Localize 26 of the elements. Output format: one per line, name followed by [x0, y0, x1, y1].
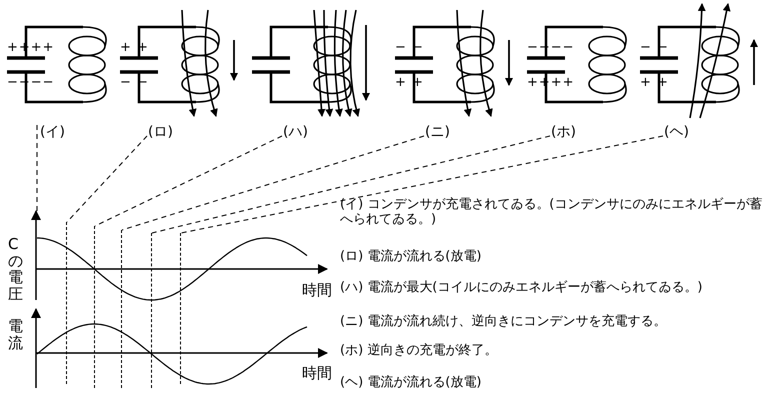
stage-label: (ニ) [425, 125, 450, 140]
leader-line [122, 136, 424, 230]
time-marker-line [121, 230, 123, 388]
note-text: (ニ) 電流が流れ続け、逆向きにコンデンサを充電する。 [340, 314, 668, 329]
note-text: (ロ) 電流が流れる(放電) [340, 249, 482, 264]
note-text: (ホ) 逆向きの充電が終了。 [340, 343, 498, 358]
axis-label: 時間 [302, 366, 332, 381]
note-text: (ヘ) 電流が流れる(放電) [340, 375, 482, 390]
axis-label: 時間 [302, 283, 332, 298]
stage-label: (ロ) [148, 125, 173, 140]
note-text: (ハ) 電流が最大(コイルにのみエネルギーが蓄へられてゐる。) [340, 280, 704, 295]
stage-label: (ハ) [283, 125, 308, 140]
stage-label: (イ) [40, 125, 65, 140]
leader-line [180, 136, 664, 234]
stage-label: (ヘ) [664, 125, 689, 140]
leader-line [36, 124, 38, 212]
time-marker-line [66, 222, 68, 384]
leader-line [152, 136, 550, 234]
time-marker-line [151, 233, 153, 388]
stage-label: (ホ) [551, 125, 576, 140]
leader-line [94, 136, 282, 226]
time-marker-line [94, 226, 96, 388]
axis-label: Cの電圧 [8, 236, 23, 302]
leader-line [66, 136, 148, 222]
axis-label: 電流 [8, 318, 23, 351]
time-marker-line [180, 233, 182, 384]
